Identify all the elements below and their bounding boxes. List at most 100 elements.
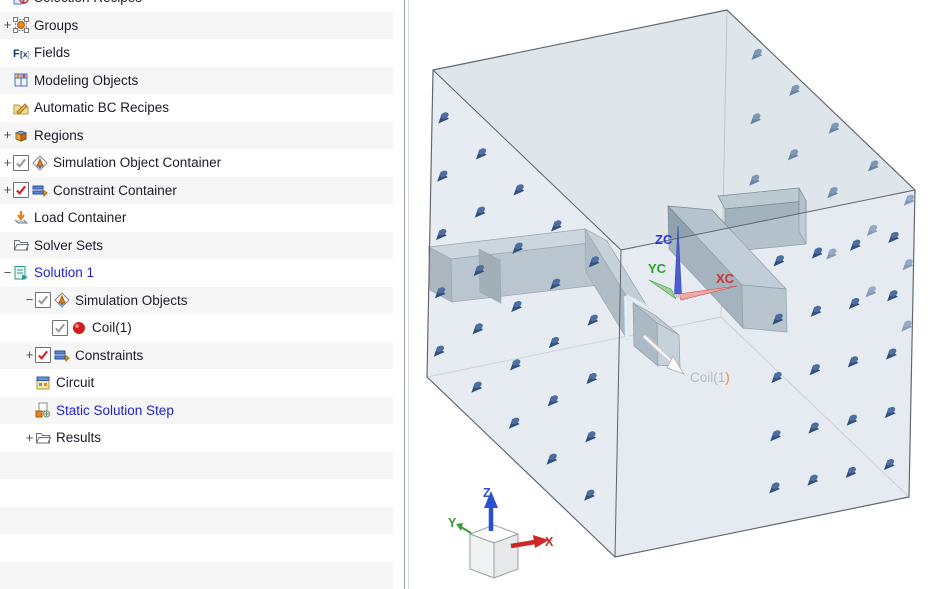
selection-icon bbox=[13, 0, 30, 6]
tree-row[interactable]: Static Solution Step bbox=[0, 396, 393, 424]
box-front-left-face bbox=[427, 70, 621, 557]
bc-cone-base-icon bbox=[772, 430, 781, 437]
bc-cone-base-icon bbox=[831, 122, 839, 130]
triad-z-arrowhead bbox=[484, 491, 498, 508]
triad-x-label: X bbox=[545, 535, 554, 549]
constraint-icon bbox=[54, 347, 71, 363]
tree-row[interactable]: +Groups bbox=[0, 11, 393, 39]
bc-cone-base-icon bbox=[512, 359, 521, 366]
tree-row-label: Automatic BC Recipes bbox=[34, 100, 170, 116]
tree-row[interactable]: + Results bbox=[0, 424, 393, 452]
fields-icon: F[x] bbox=[13, 45, 30, 61]
tree-expander[interactable]: − bbox=[3, 264, 12, 280]
tree-checkbox[interactable] bbox=[13, 154, 29, 171]
tree-row-label: Fields bbox=[34, 45, 71, 61]
bc-cone-base-icon bbox=[886, 459, 895, 466]
tree-row[interactable]: Modeling Objects bbox=[0, 66, 393, 94]
simulation-navigator-tree[interactable]: Selection Recipes+GroupsF[x]FieldsModeli… bbox=[0, 0, 393, 589]
tree-expander[interactable]: + bbox=[25, 347, 34, 363]
bc-cone-base-icon bbox=[514, 242, 523, 250]
bc-cone-base-icon bbox=[548, 453, 557, 461]
panel-splitter-shadow bbox=[408, 0, 409, 589]
triad-z-label: Z bbox=[483, 486, 491, 500]
tree-empty-row bbox=[0, 561, 393, 589]
panel-splitter[interactable] bbox=[404, 0, 405, 589]
tree-row[interactable]: + Constraints bbox=[0, 341, 393, 369]
tree-row[interactable]: F[x]Fields bbox=[0, 39, 393, 67]
tree-expander[interactable]: − bbox=[25, 292, 34, 308]
tree-row-label: Solver Sets bbox=[34, 237, 104, 253]
bc-cone-base-icon bbox=[791, 84, 800, 92]
triad-y-arrow[interactable] bbox=[460, 526, 472, 534]
tree-row-label: Constraint Container bbox=[53, 182, 177, 198]
tree-checkbox[interactable] bbox=[35, 347, 51, 364]
tree-expander[interactable]: + bbox=[3, 127, 12, 143]
bc-cone-base-icon bbox=[774, 313, 783, 321]
simobj-icon bbox=[54, 292, 71, 308]
coil-leader-arrowhead bbox=[666, 355, 685, 375]
tree-expander[interactable]: + bbox=[3, 154, 12, 170]
tree-row[interactable]: Automatic BC Recipes bbox=[0, 94, 393, 122]
yc-axis-arrow[interactable] bbox=[648, 279, 677, 300]
triad-x-arrow[interactable] bbox=[510, 539, 536, 549]
tree-row[interactable]: −Simulation Objects bbox=[0, 286, 393, 314]
bc-cone-base-icon bbox=[810, 422, 819, 429]
tree-checkbox[interactable] bbox=[52, 319, 68, 336]
bc-cone-base-icon bbox=[888, 348, 897, 355]
xc-axis-label: XC bbox=[716, 271, 735, 286]
bc-cone-base-icon bbox=[889, 290, 898, 297]
tree-row-label: Modeling Objects bbox=[34, 72, 139, 88]
bc-cone-base-icon bbox=[887, 406, 896, 414]
tree-row[interactable]: Load Container bbox=[0, 204, 393, 232]
coil-icon bbox=[71, 320, 88, 336]
tree-checkbox[interactable] bbox=[35, 292, 51, 309]
tree-row[interactable]: Coil(1) bbox=[0, 314, 393, 342]
tree-row[interactable]: −Solution 1 bbox=[0, 259, 393, 287]
tree-row-label: Constraints bbox=[75, 347, 144, 363]
bc-cone-base-icon bbox=[849, 414, 857, 422]
bcrec-icon bbox=[13, 100, 30, 116]
bc-cone-base-icon bbox=[848, 466, 856, 474]
bc-cone-base-icon bbox=[437, 287, 446, 294]
tree-row-label: Circuit bbox=[56, 375, 95, 391]
tree-row[interactable]: Selection Recipes bbox=[0, 0, 393, 12]
csys-origin-point bbox=[676, 294, 680, 298]
svg-text:[x]: [x] bbox=[20, 49, 29, 59]
tree-checkbox[interactable] bbox=[13, 182, 29, 199]
bc-cone-base-icon bbox=[550, 395, 558, 402]
tree-row-label: Results bbox=[56, 430, 102, 446]
box-front-edge bbox=[432, 69, 622, 251]
bc-cone-base-icon bbox=[812, 364, 820, 371]
tree-expander[interactable]: + bbox=[3, 182, 12, 198]
tree-row-label: Regions bbox=[34, 127, 84, 143]
tree-expander[interactable]: + bbox=[25, 429, 34, 445]
tree-row[interactable]: + Constraint Container bbox=[0, 176, 393, 204]
bc-cone-base-icon bbox=[473, 381, 482, 389]
bc-cone-base-icon bbox=[474, 323, 483, 330]
tree-row[interactable]: Solver Sets bbox=[0, 231, 393, 259]
tree-empty-row bbox=[0, 534, 393, 562]
coil-annotation-label[interactable]: Coil(1) bbox=[690, 370, 730, 385]
tree-row-label: Simulation Object Container bbox=[53, 155, 222, 171]
bc-cone-base-icon bbox=[771, 482, 780, 489]
folder-icon bbox=[13, 237, 30, 253]
bc-cone-base-icon bbox=[552, 278, 561, 286]
tree-row[interactable]: Circuit bbox=[0, 369, 393, 397]
bc-cone-base-icon bbox=[850, 356, 859, 363]
groups-icon bbox=[13, 17, 30, 34]
tree-row[interactable]: + Regions bbox=[0, 121, 393, 149]
load-icon bbox=[13, 210, 30, 226]
box-front-edge bbox=[614, 249, 622, 558]
coil-leader-line-core bbox=[643, 335, 673, 363]
bc-cone-base-icon bbox=[515, 184, 524, 191]
tree-row[interactable]: + Simulation Object Container bbox=[0, 149, 393, 177]
tree-expander[interactable]: + bbox=[3, 17, 12, 33]
xc-axis-arrow[interactable] bbox=[678, 285, 738, 301]
bc-cone-base-icon bbox=[511, 417, 520, 425]
tree-row-label: Load Container bbox=[34, 210, 127, 226]
svg-text:F: F bbox=[13, 48, 20, 60]
modobj-icon bbox=[13, 72, 30, 88]
bc-cone-base-icon bbox=[829, 187, 838, 194]
bc-cone-base-icon bbox=[586, 489, 595, 497]
